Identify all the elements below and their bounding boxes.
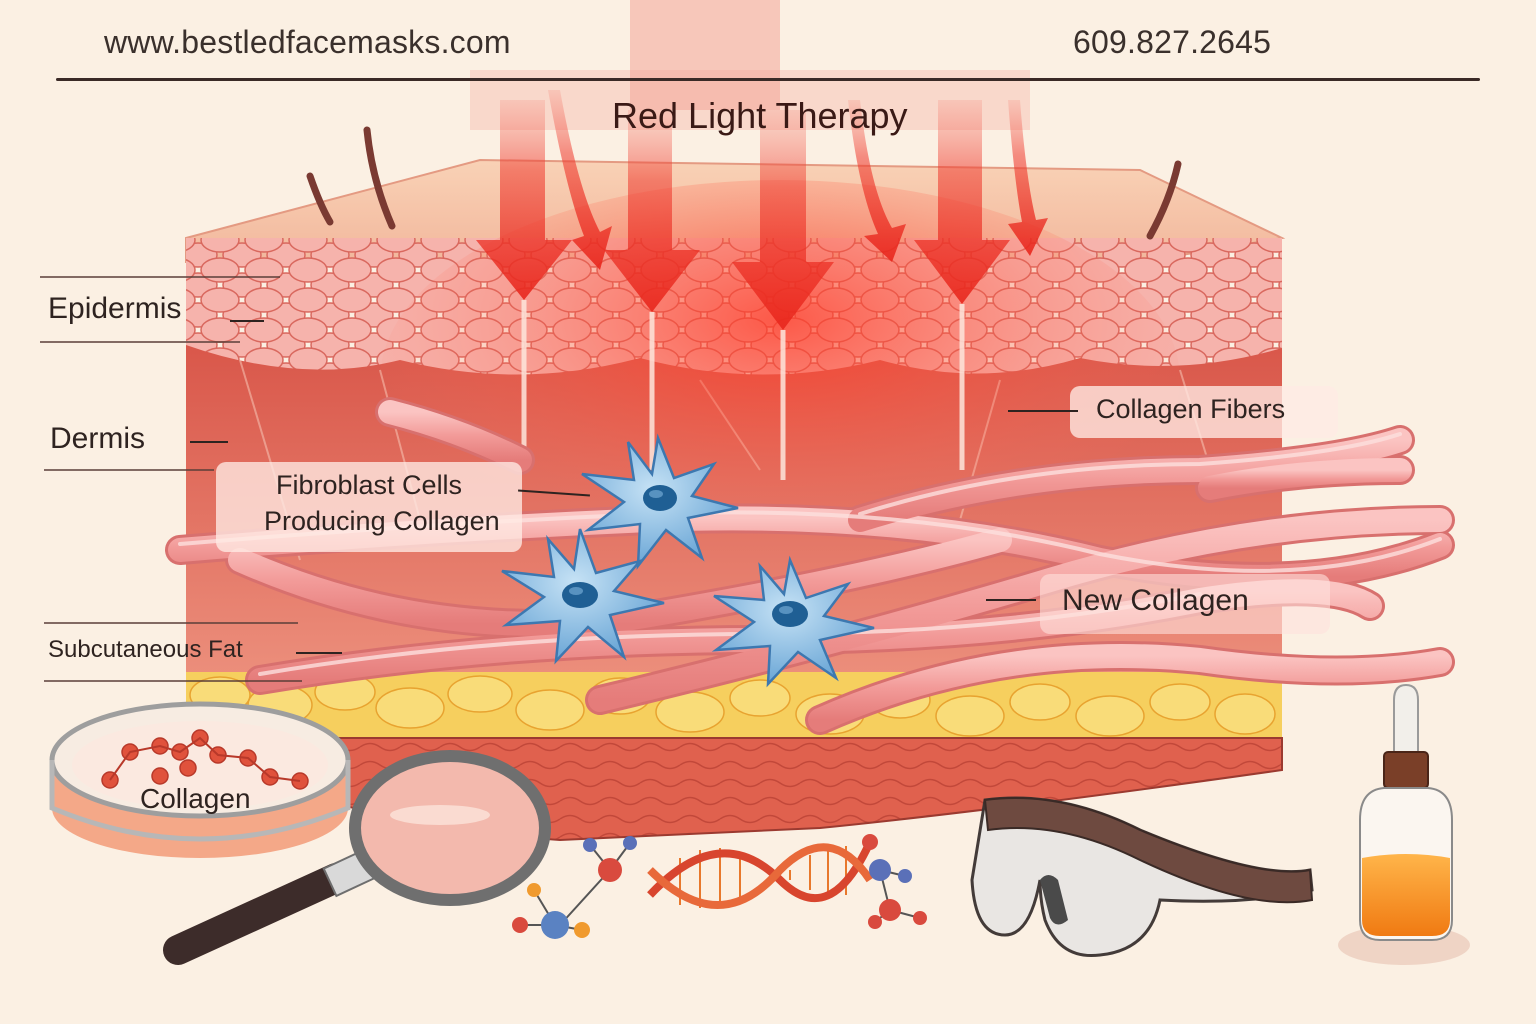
phone-number[interactable]: 609.827.2645 [1073,24,1272,60]
label-dermis: Dermis [50,422,145,455]
red-light-beams [380,0,1180,580]
collagen-fibers-leader-line [1008,410,1078,412]
label-new-collagen: New Collagen [1062,584,1249,617]
fibroblast-cells [501,433,875,688]
fat-rule-top [44,622,298,624]
dermis-leader-line [190,441,228,443]
diagram-title: Red Light Therapy [612,95,908,136]
collagen-fibers-callout-box [1070,386,1338,438]
magnifying-glass-icon [163,750,551,965]
label-petri-collagen: Collagen [140,783,251,814]
label-fibroblast-line1: Fibroblast Cells [276,470,463,500]
dermis-rule [44,469,214,471]
label-epidermis: Epidermis [48,292,182,325]
website-url[interactable]: www.bestledfacemasks.com [104,24,511,60]
label-fibroblast-line2: Producing Collagen [264,506,500,536]
safety-goggles-icon [970,796,1314,958]
dna-molecule-icon [512,834,927,939]
fat-leader-line [296,652,342,654]
label-collagen-fibers: Collagen Fibers [1096,394,1286,424]
epidermis-rule-bottom [40,341,240,343]
epidermis-leader-line [230,320,264,322]
petri-dish-icon [49,701,351,858]
epidermis-rule-top [40,276,280,278]
fat-rule-bottom [44,680,302,682]
hair-strands [306,126,1182,240]
serum-bottle-icon [1338,683,1470,965]
header-divider [56,78,1480,81]
new-collagen-callout-box [1040,574,1330,634]
label-subcutaneous-fat: Subcutaneous Fat [48,636,243,663]
new-collagen-leader-line [986,599,1036,601]
fibroblast-callout-box [216,462,522,552]
